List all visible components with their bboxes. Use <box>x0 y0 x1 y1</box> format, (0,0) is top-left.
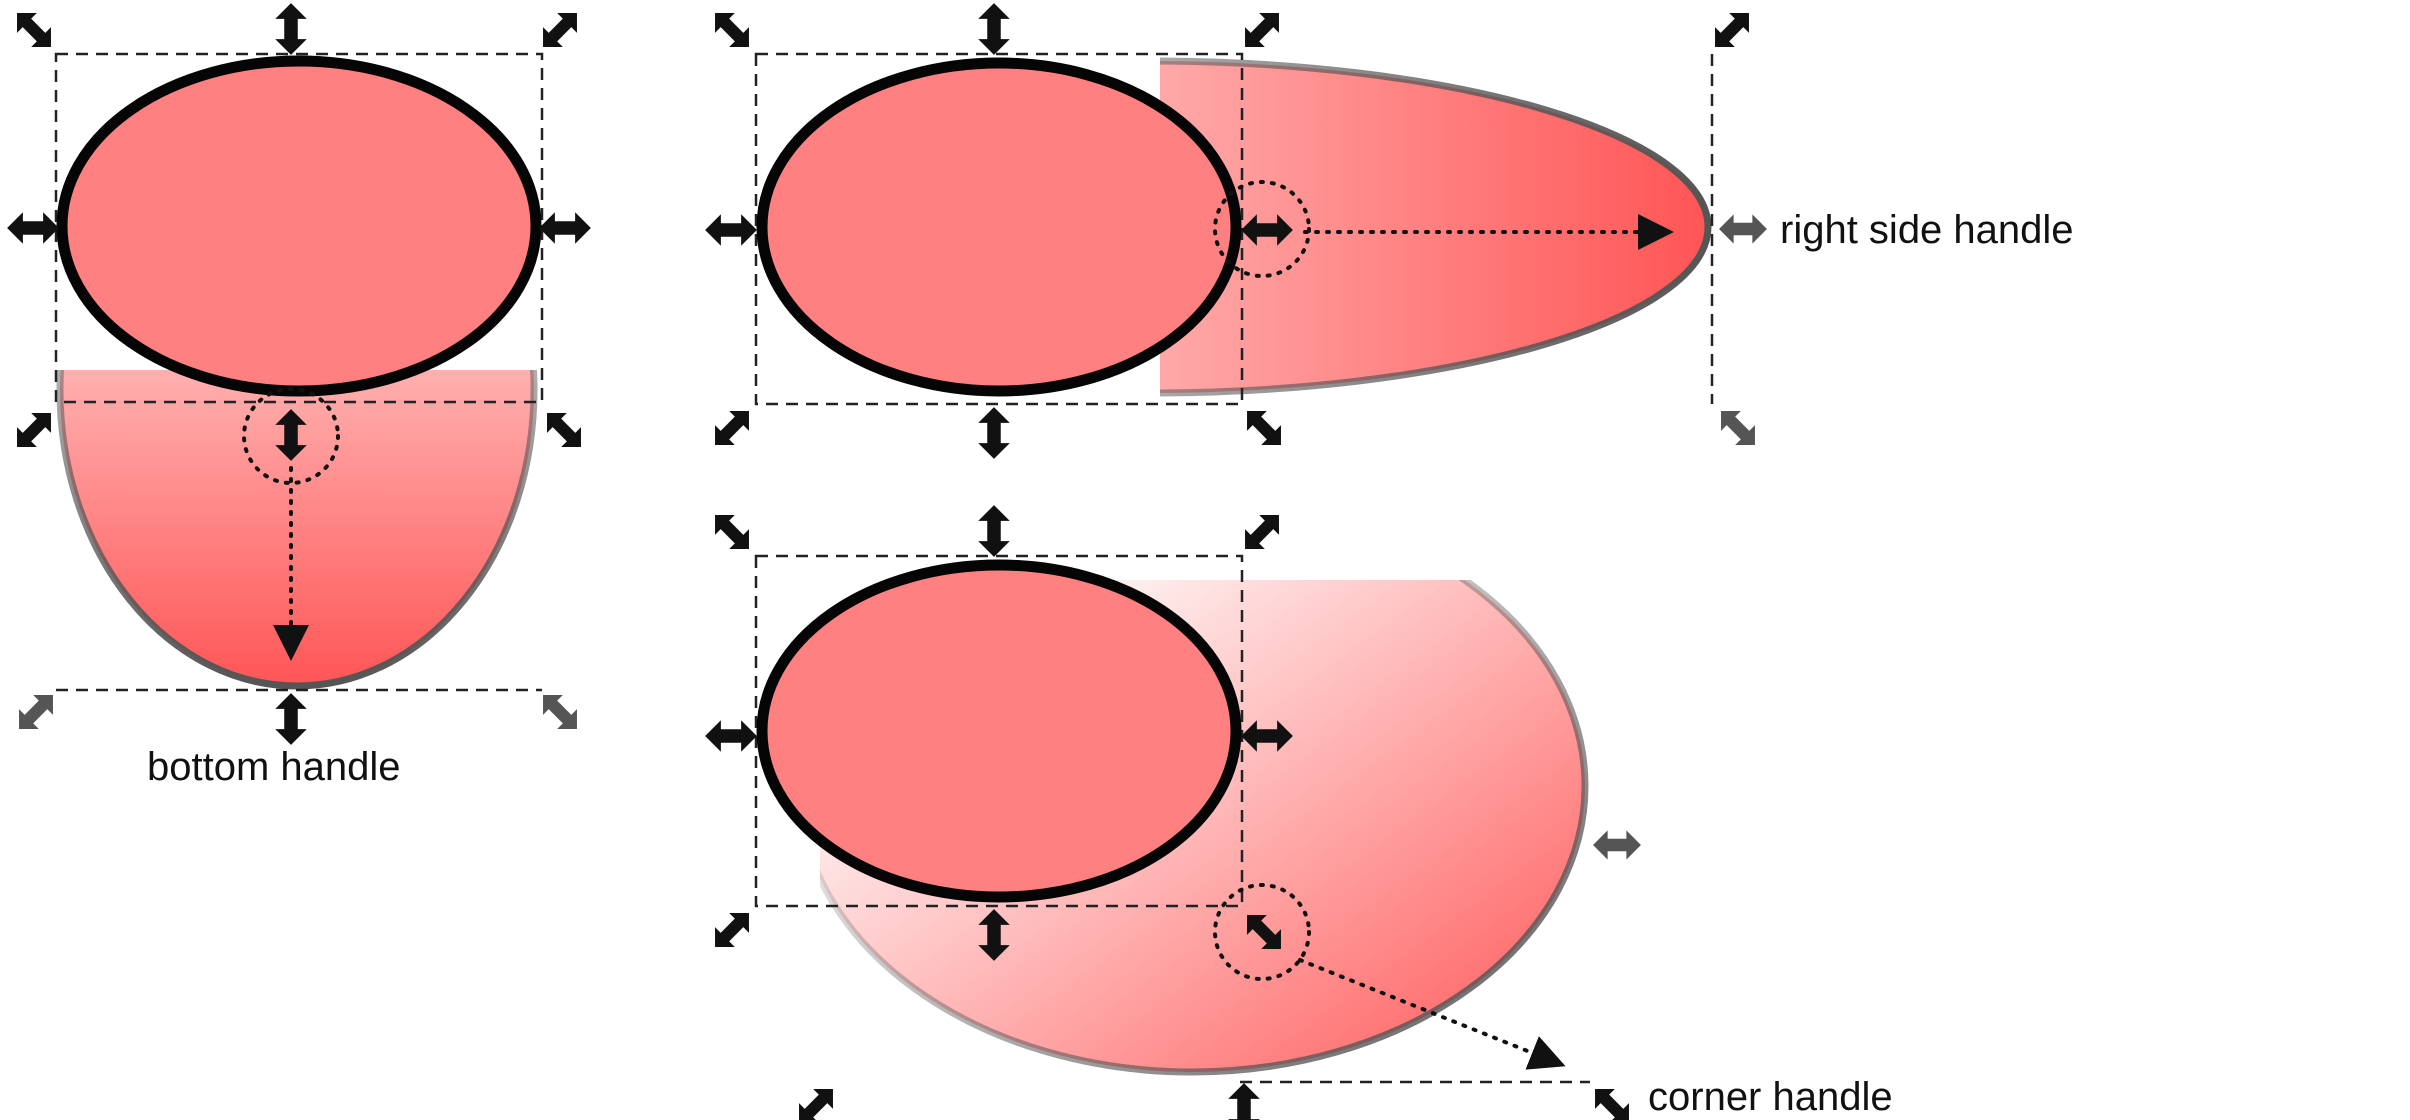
scale-left-handle-icon[interactable] <box>7 212 59 244</box>
bottom-handle-highlight <box>242 387 340 485</box>
scale-corner-handle-icon[interactable] <box>7 403 61 457</box>
scale-corner-handle-icon[interactable] <box>9 685 63 739</box>
scale-bottom-handle-icon[interactable] <box>275 693 307 745</box>
scale-corner-handle-icon[interactable] <box>533 3 587 57</box>
bottom-handle-label: bottom handle <box>147 745 401 789</box>
scale-corner-handle-icon[interactable] <box>1585 1079 1639 1120</box>
corner-selection-frame <box>754 554 1244 908</box>
right-side-handle-label: right side handle <box>1780 208 2074 252</box>
scale-corner-handle-icon[interactable] <box>705 903 759 957</box>
corner-drag-arrow <box>1298 958 1566 1070</box>
scale-top-handle-icon[interactable] <box>275 3 307 55</box>
right-selection-frame <box>754 52 1244 406</box>
scale-corner-handle-icon[interactable] <box>7 3 61 57</box>
scale-bottom-handle-icon[interactable] <box>978 407 1010 459</box>
corner-handle-highlight <box>1213 883 1311 981</box>
scale-top-handle-icon[interactable] <box>978 3 1010 55</box>
scale-top-handle-icon[interactable] <box>978 505 1010 557</box>
corner-original-ellipse <box>756 559 1242 903</box>
right-handle-highlight <box>1213 180 1311 278</box>
scale-corner-handle-icon[interactable] <box>705 401 759 455</box>
scale-corner-handle-icon[interactable] <box>705 505 759 559</box>
right-handle-panel: right side handle <box>705 3 2074 459</box>
scale-corner-handle-icon[interactable] <box>1705 3 1759 57</box>
bottom-stretched-ghost <box>56 370 538 690</box>
scale-left-handle-icon[interactable] <box>705 720 757 752</box>
scale-bottom-handle-icon[interactable] <box>1228 1083 1260 1120</box>
scale-corner-handle-icon[interactable] <box>1235 505 1289 559</box>
scale-corner-handle-icon[interactable] <box>1235 3 1289 57</box>
right-stretched-ghost <box>1160 57 1712 397</box>
scale-right-handle-icon[interactable] <box>1719 214 1767 244</box>
scale-right-handle-icon[interactable] <box>1593 830 1641 860</box>
bottom-original-ellipse <box>56 55 542 397</box>
scale-corner-handle-icon[interactable] <box>537 403 591 457</box>
bottom-handle-panel: bottom handle <box>7 3 591 789</box>
scale-corner-handle-icon[interactable] <box>1237 401 1291 455</box>
scale-left-handle-icon[interactable] <box>705 214 757 246</box>
corner-handle-panel: corner handle <box>705 505 1893 1120</box>
right-original-ellipse <box>756 57 1242 397</box>
scale-corner-handle-icon[interactable] <box>705 3 759 57</box>
scale-corner-handle-icon[interactable] <box>789 1079 843 1120</box>
scale-corner-handle-icon[interactable] <box>533 685 587 739</box>
scale-corner-handle-icon[interactable] <box>1711 401 1765 455</box>
corner-handle-label: corner handle <box>1648 1075 1893 1119</box>
scale-right-handle-icon[interactable] <box>539 212 591 244</box>
